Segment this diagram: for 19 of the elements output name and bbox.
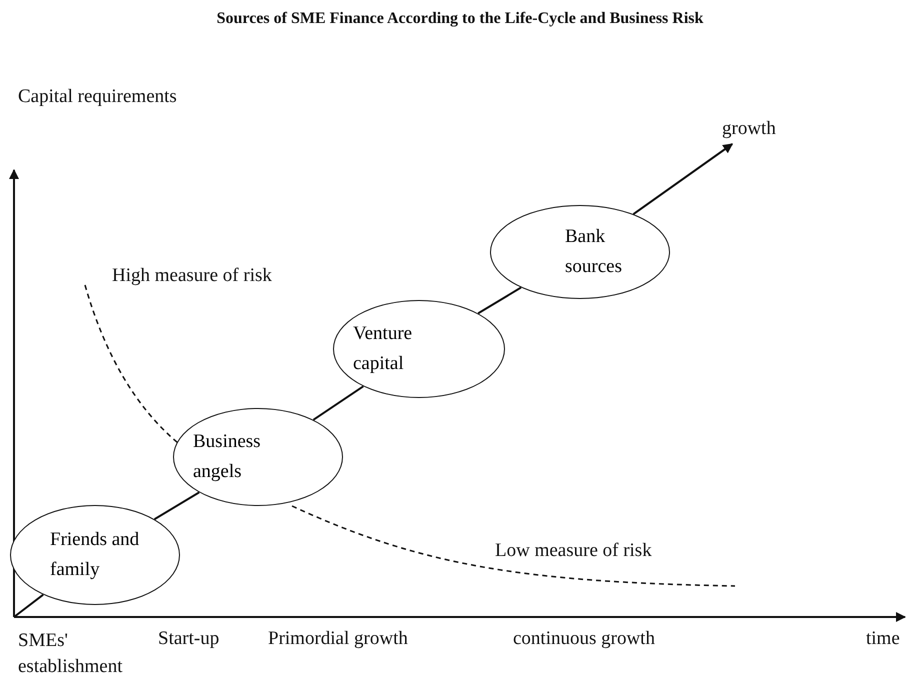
diagram-title: Sources of SME Finance According to the Life-Cycle and Business Risk [216,10,704,28]
region-label: Low measure of risk [495,540,652,562]
arrow [632,143,734,215]
axis-label: Capital requirements [18,86,177,108]
axis-label: time [866,628,900,650]
text-label: growth [722,118,776,140]
stage-label: Primordial growth [268,628,408,650]
connector-line [478,286,522,314]
connector-line [13,594,44,618]
ellipse-node: Business angels [173,408,343,506]
ellipse-node: Friends and family [10,505,180,605]
ellipse-node: Venture capital [333,300,505,398]
stage-label: SMEs' establishment [18,629,124,679]
connector-line [154,492,200,520]
stage-label: Start-up [158,628,220,650]
ellipse-node: Bank sources [490,205,670,299]
stage-label: continuous growth [513,628,655,650]
connector-line [312,386,364,421]
region-label: High measure of risk [112,265,272,287]
